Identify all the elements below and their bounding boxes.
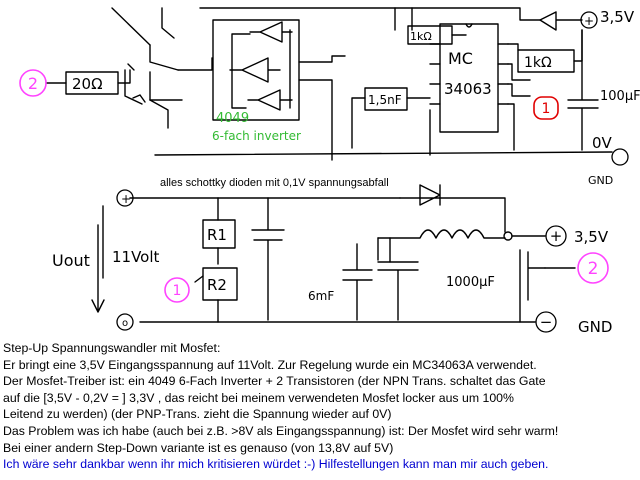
marker-2-right-text: 2: [588, 259, 599, 279]
wire: [298, 55, 346, 63]
wire: [124, 69, 143, 105]
wire: [439, 197, 506, 233]
ic-notch: [465, 23, 473, 28]
marker-2-left: [19, 69, 47, 97]
label-1-5nf: 1,5nF: [368, 93, 402, 107]
capacitor-1000uF: [377, 261, 419, 321]
wire: [351, 97, 431, 149]
description-line: Der Mosfet-Treiber ist: ein 4049 6-Fach …: [3, 374, 546, 389]
label-3-5v-top: 3,5V: [600, 8, 635, 26]
ic-mc34063: [439, 23, 499, 133]
resistor-r1: [202, 219, 236, 249]
marker-1-bottom: [164, 277, 190, 303]
ic-pins-right: [497, 43, 509, 105]
label-1k-right: 1kΩ: [524, 55, 552, 71]
terminal-gnd-top: [611, 148, 629, 166]
wire: [161, 7, 175, 39]
schottky-note: alles schottky dioden mit 0,1V spannungs…: [160, 177, 389, 189]
marker-2-right: [577, 252, 609, 284]
wire: [45, 69, 131, 84]
junction: [503, 231, 513, 241]
wire: [199, 7, 541, 21]
capacitor-6mF: [342, 243, 373, 321]
description-line: Bei einer andern Step-Down variante ist …: [3, 440, 394, 455]
chip-4049-box: [212, 19, 300, 121]
label-6fach-inverter: 6-fach inverter: [212, 129, 301, 143]
marker-1-red: [533, 96, 559, 120]
label-6mf: 6mF: [308, 289, 334, 303]
resistor-r2: [202, 267, 238, 301]
wire: [507, 83, 531, 97]
wire: [298, 79, 333, 161]
wire: [231, 33, 251, 109]
wire: [377, 237, 391, 263]
label-minus-right: −: [540, 313, 553, 331]
ground-rail: [154, 151, 613, 156]
label-circle-left: o: [122, 318, 128, 329]
terminal-plus-bottom-left: [116, 189, 134, 207]
label-20ohm: 20Ω: [72, 75, 103, 93]
description-line: Das Problem was ich habe (auch bei z.B. …: [3, 423, 559, 438]
diode-top: [539, 11, 583, 31]
terminal-plus-top: [580, 11, 598, 29]
label-100uf: 100µF: [600, 89, 640, 104]
label-4049: 4049: [216, 111, 249, 126]
label-ic-mc: MC: [448, 49, 473, 68]
description-line: auf die [3,5V - 0,2V = ] 3,3V , das reic…: [3, 390, 514, 405]
wire: [194, 275, 204, 283]
wire: [149, 44, 179, 71]
description-line: Leitend zu werden) (der PNP-Trans. zieht…: [3, 407, 392, 422]
wire: [429, 103, 515, 156]
wire: [111, 7, 151, 46]
marker-1-red-text: 1: [542, 101, 551, 117]
diode-schottky: [399, 184, 441, 206]
inverter: [247, 89, 293, 111]
terminal-plus-bottom-right: [545, 225, 567, 247]
uout-arrow: [91, 224, 105, 313]
label-11volt: 11Volt: [112, 248, 160, 266]
wire: [149, 99, 169, 129]
description-line: Er bringt eine 3,5V Eingangsspannung auf…: [3, 357, 537, 372]
mosfet: [519, 249, 546, 323]
wire: [507, 63, 531, 81]
label-plus-left: +: [121, 192, 131, 206]
wire: [132, 94, 146, 103]
marker-1-bottom-text: 1: [173, 283, 182, 299]
description-text: Step-Up Spannungswandler mit Mosfet: Er …: [3, 340, 639, 473]
capacitor-1-5nF: [364, 87, 408, 111]
marker-2-left-text: 2: [28, 74, 38, 93]
inductor: [377, 229, 506, 239]
label-r2: R2: [207, 276, 227, 294]
description-line: Step-Up Spannungswandler mit Mosfet:: [3, 341, 221, 355]
label-1k2: 1kΩ: [410, 30, 432, 43]
label-r1: R1: [207, 226, 227, 244]
capacitor-mid: [251, 197, 285, 321]
label-gnd-bottom: GND: [578, 318, 612, 336]
label-1000uf: 1000µF: [446, 275, 495, 290]
inverter: [249, 21, 293, 43]
inverter: [229, 57, 281, 83]
capacitor-100uF: [567, 29, 599, 151]
label-plus-top: +: [584, 14, 594, 28]
label-gnd-top: GND: [588, 174, 613, 187]
label-plus-right: +: [550, 227, 563, 245]
terminal-minus-bottom-right: [535, 311, 557, 333]
wire: [127, 63, 151, 101]
description-request-line: Ich wäre sehr dankbar wenn ihr mich krit…: [3, 457, 549, 472]
terminal-minus-bottom-left: [116, 313, 134, 331]
label-uout: Uout: [52, 251, 90, 270]
label-0v: 0V: [592, 134, 613, 152]
label-ic-number: 34063: [444, 80, 492, 98]
label-3-5v-bottom: 3,5V: [574, 228, 609, 246]
ic-pins-left: [429, 43, 441, 105]
wire: [177, 57, 213, 71]
